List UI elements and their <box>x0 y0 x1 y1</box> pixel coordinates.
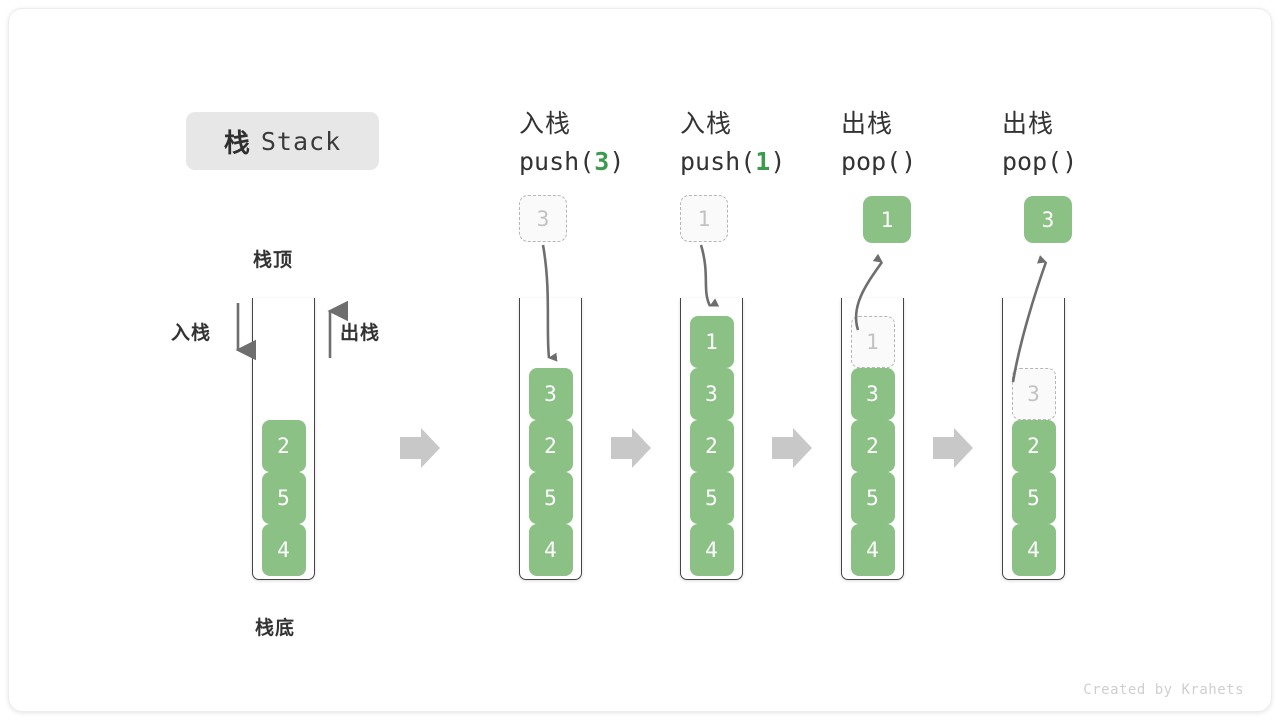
column-header-code: push(1) <box>680 147 786 176</box>
column-header-cn: 出栈 <box>841 109 894 138</box>
stack-cell: 1 <box>689 316 734 368</box>
stack-cell: 5 <box>1011 472 1056 524</box>
column-header-4: 出栈 pop() <box>1002 105 1077 181</box>
title-cn: 栈 <box>223 128 251 159</box>
stack-cell: 5 <box>850 472 895 524</box>
pending-push-box: 1 <box>680 195 728 242</box>
stack-cell: 5 <box>528 472 573 524</box>
column-header-code: push(3) <box>519 147 625 176</box>
pop-arrow-col4 <box>1011 255 1048 383</box>
title-en: Stack <box>260 126 342 156</box>
stack-cell: 4 <box>850 524 895 576</box>
pending-push-box: 3 <box>519 195 567 242</box>
column-header-cn: 入栈 <box>519 109 572 138</box>
stack-cell: 4 <box>689 524 734 576</box>
stack-cell: 2 <box>261 420 306 472</box>
stack-cell: 2 <box>689 420 734 472</box>
stack-cell: 2 <box>528 420 573 472</box>
label-stack-top: 栈顶 <box>253 249 294 271</box>
stack-cell-ghost: 3 <box>1011 368 1056 420</box>
step-arrow-icon <box>400 428 440 468</box>
stack-cell: 3 <box>689 368 734 420</box>
stack-cell: 4 <box>1011 524 1056 576</box>
stack-cell: 2 <box>1011 420 1056 472</box>
step-arrow-icon <box>611 428 651 468</box>
stack-cell: 2 <box>850 420 895 472</box>
stack-cell: 3 <box>850 368 895 420</box>
column-header-cn: 入栈 <box>680 109 733 138</box>
code-argument: 1 <box>755 147 771 176</box>
stack-cell: 3 <box>528 368 573 420</box>
popped-value-box: 1 <box>863 196 911 243</box>
stack-cell: 4 <box>528 524 573 576</box>
push-arrow-col2 <box>699 244 720 307</box>
stack-title-chip: 栈 Stack <box>186 112 379 170</box>
pop-arrow-col3 <box>854 253 884 331</box>
column-header-2: 入栈 push(1) <box>680 105 785 181</box>
column-header-code: pop() <box>1002 147 1078 176</box>
push-arrow-col1 <box>541 244 558 362</box>
step-arrow-icon <box>772 428 812 468</box>
column-header-1: 入栈 push(3) <box>519 105 624 181</box>
stack-cell: 5 <box>261 472 306 524</box>
step-arrow-icon <box>933 428 973 468</box>
stack-cell: 5 <box>689 472 734 524</box>
label-stack-bottom: 栈底 <box>255 617 296 639</box>
popped-value-box: 3 <box>1024 196 1072 243</box>
stack-cell: 4 <box>261 524 306 576</box>
column-header-3: 出栈 pop() <box>841 105 916 181</box>
label-pop-direction: 出栈 <box>340 322 381 344</box>
label-push-direction: 入栈 <box>171 322 212 344</box>
watermark: Created by Krahets <box>1083 682 1244 698</box>
column-header-cn: 出栈 <box>1002 109 1055 138</box>
column-header-code: pop() <box>841 147 917 176</box>
code-argument: 3 <box>594 147 610 176</box>
